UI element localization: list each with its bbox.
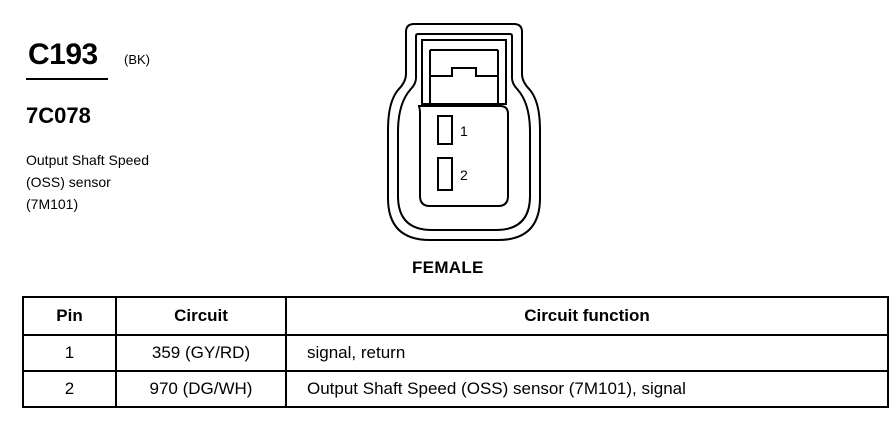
connector-color-code: (BK) bbox=[124, 52, 150, 67]
connector-id: C193 bbox=[28, 38, 98, 71]
header-pin: Pin bbox=[22, 296, 117, 336]
header-circuit-function: Circuit function bbox=[285, 296, 889, 336]
table-row: 1 359 (GY/RD) signal, return bbox=[22, 334, 889, 372]
cell-pin: 2 bbox=[22, 370, 117, 408]
table-header-row: Pin Circuit Circuit function bbox=[22, 296, 889, 336]
connector-id-underline bbox=[26, 78, 108, 80]
table-row: 2 970 (DG/WH) Output Shaft Speed (OSS) s… bbox=[22, 370, 889, 408]
description-line: Output Shaft Speed bbox=[26, 152, 149, 168]
connector-gender-label: FEMALE bbox=[412, 258, 484, 277]
cell-pin: 1 bbox=[22, 334, 117, 372]
cell-function: signal, return bbox=[285, 334, 889, 372]
pin-table: Pin Circuit Circuit function 1 359 (GY/R… bbox=[22, 296, 889, 408]
pin-cavity-1 bbox=[437, 115, 453, 145]
connector-outer-housing bbox=[387, 23, 541, 241]
description-line: (OSS) sensor bbox=[26, 174, 111, 190]
pin-label-1: 1 bbox=[460, 123, 468, 139]
cell-circuit: 970 (DG/WH) bbox=[115, 370, 287, 408]
part-number: 7C078 bbox=[26, 103, 91, 128]
cell-circuit: 359 (GY/RD) bbox=[115, 334, 287, 372]
locking-tab bbox=[421, 39, 507, 105]
pin-cavity-block bbox=[417, 105, 509, 207]
connector-face-drawing: 1 2 bbox=[387, 23, 541, 241]
cell-function: Output Shaft Speed (OSS) sensor (7M101),… bbox=[285, 370, 889, 408]
header-circuit: Circuit bbox=[115, 296, 287, 336]
pin-label-2: 2 bbox=[460, 167, 468, 183]
connector-inner-housing bbox=[397, 33, 531, 231]
description-line: (7M101) bbox=[26, 196, 79, 212]
pin-cavity-2 bbox=[437, 157, 453, 191]
